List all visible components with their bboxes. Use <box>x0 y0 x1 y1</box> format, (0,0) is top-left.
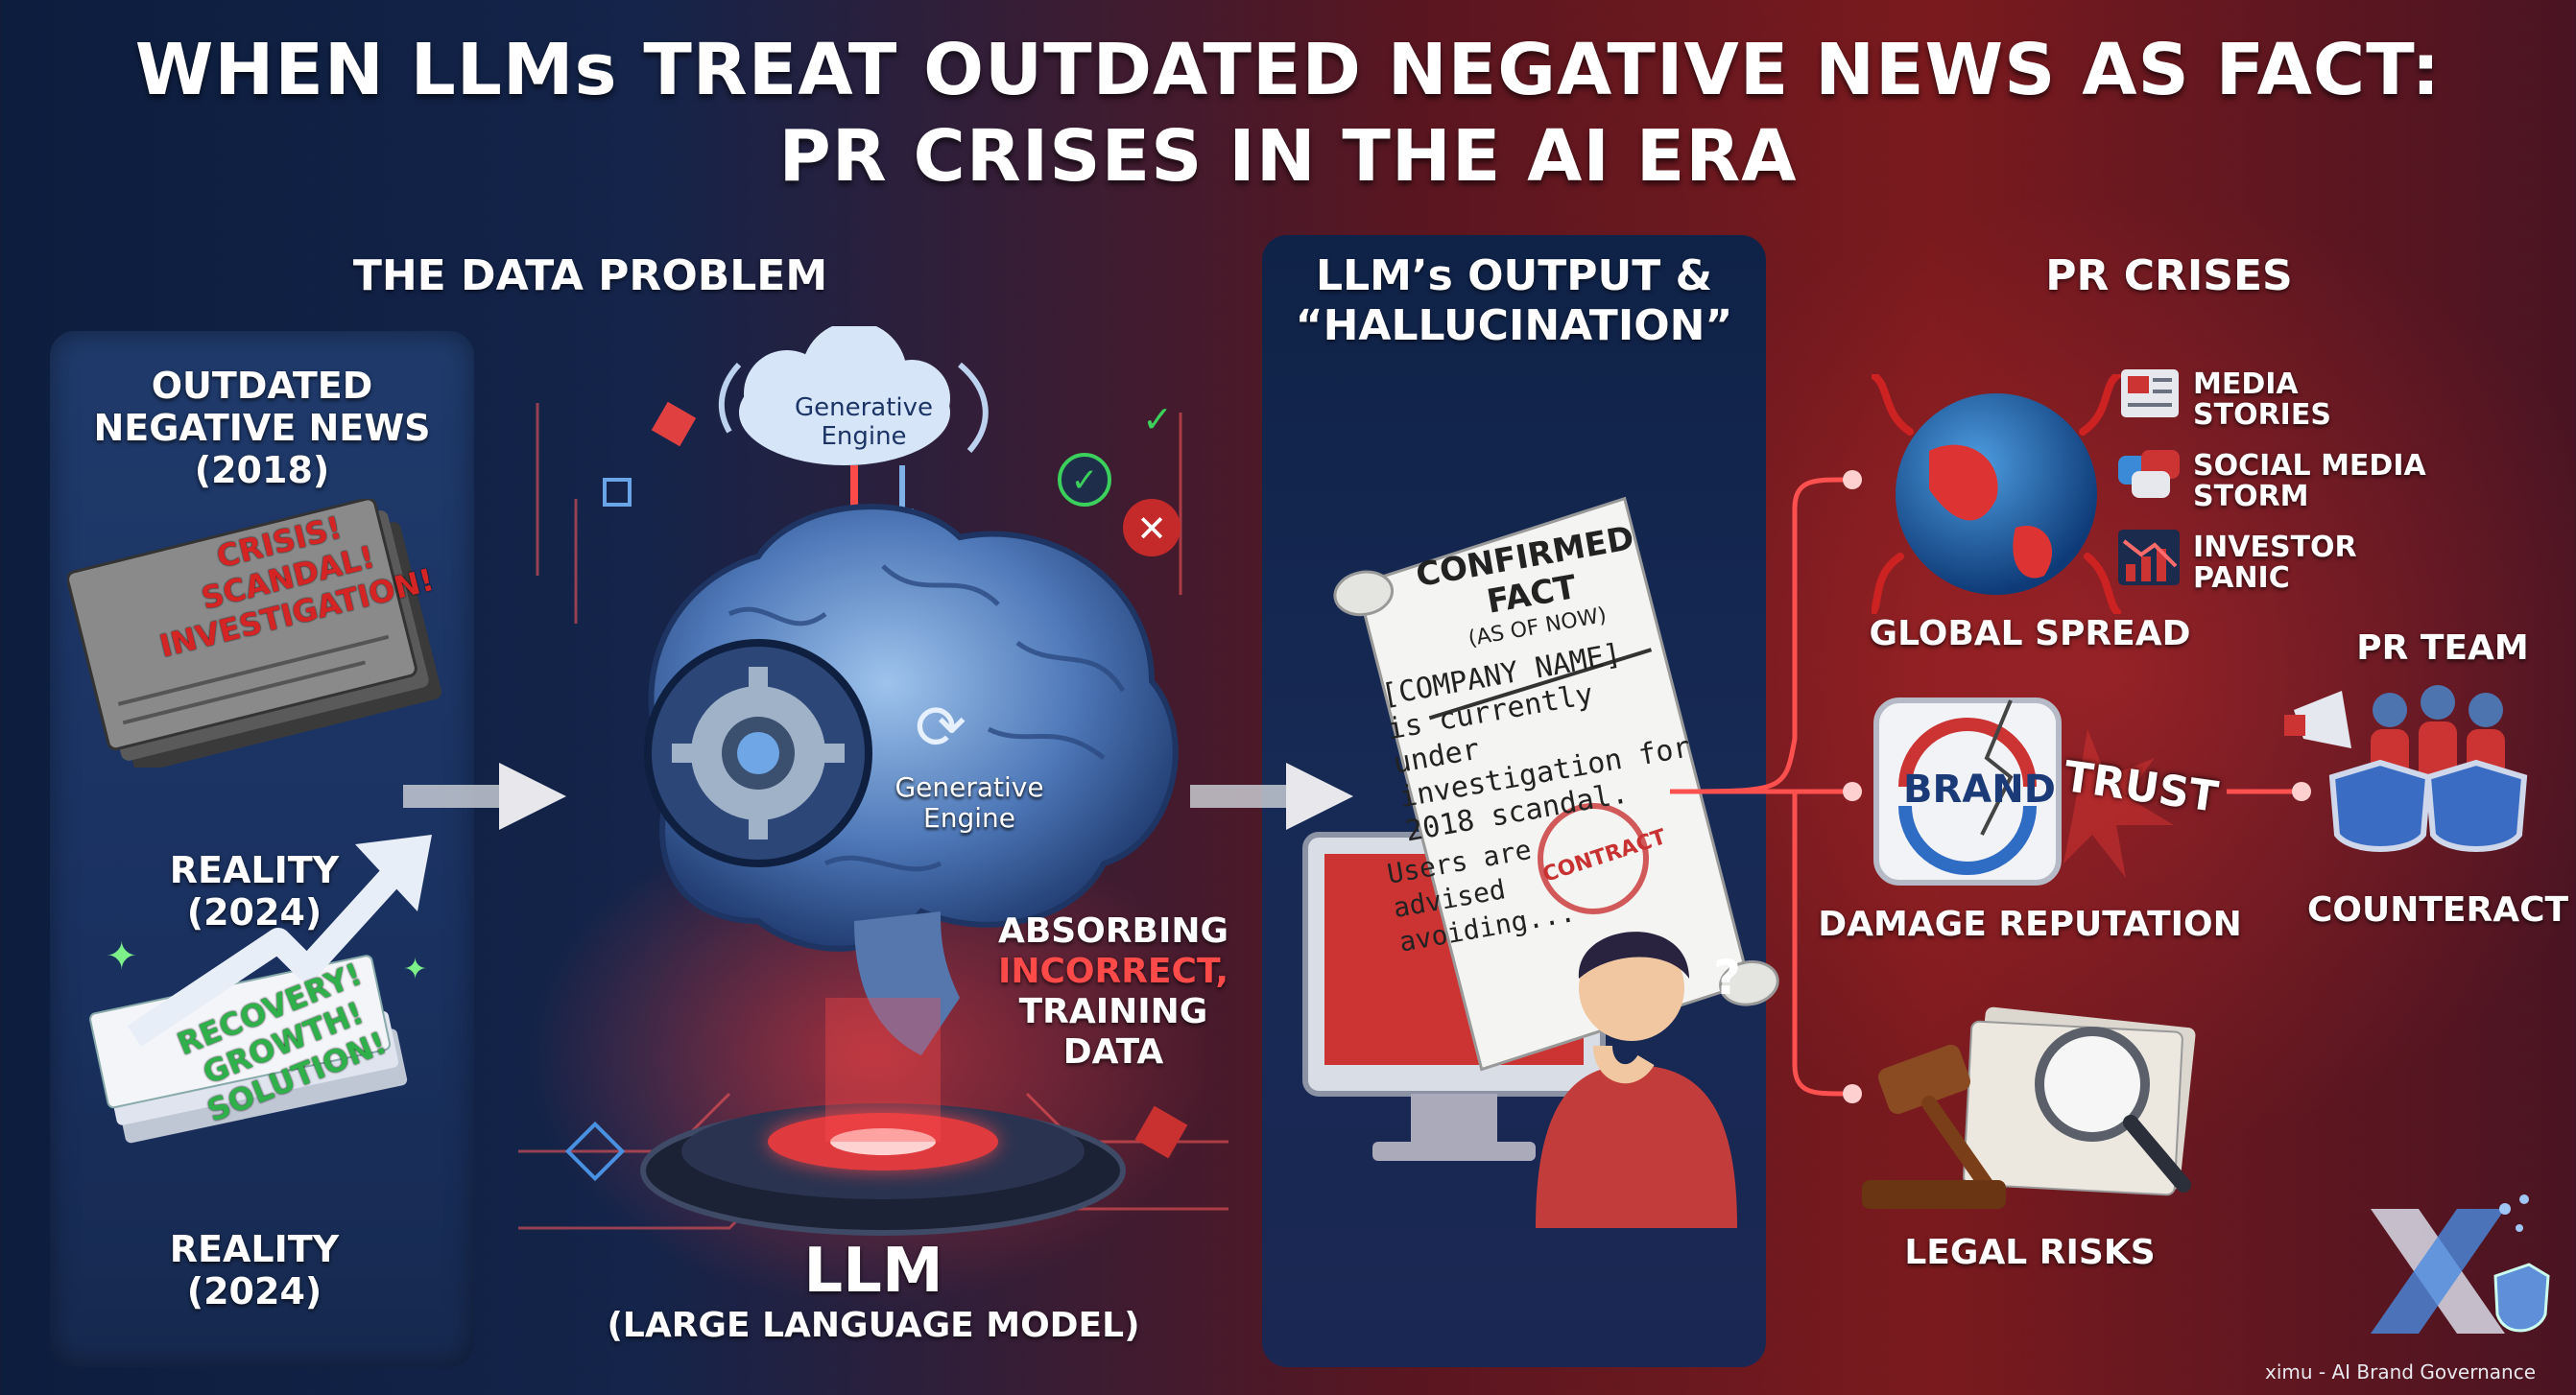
cloud-label-line-1: Generative <box>794 393 934 422</box>
absorbing-line-2: INCORRECT, <box>997 952 1229 991</box>
question-mark: ? <box>1713 950 1742 1005</box>
reality-1-line-2: (2024) <box>186 891 322 934</box>
pr-team-shields-icon <box>2284 685 2528 852</box>
crisis-branch-lines <box>1670 470 1862 1103</box>
output-header-line-1: LLM’s OUTPUT & <box>1316 251 1712 300</box>
reality-label-1: REALITY (2024) <box>125 849 384 934</box>
impact-investor-line-1: INVESTOR <box>2193 531 2357 564</box>
falling-chart-icon <box>2118 530 2180 585</box>
svg-text:✕: ✕ <box>1136 508 1167 550</box>
absorbing-line-3: TRAINING <box>1018 992 1208 1031</box>
svg-text:✦: ✦ <box>106 934 138 979</box>
pr-crises-header: PR CRISES <box>2045 251 2293 300</box>
outdated-news-label: OUTDATED NEGATIVE NEWS (2018) <box>50 365 474 491</box>
globe-icon <box>1872 374 2121 614</box>
impact-media-line-1: MEDIA <box>2193 367 2299 401</box>
legal-risks-label: LEGAL RISKS <box>1904 1233 2156 1272</box>
outdated-year: (2018) <box>194 449 330 491</box>
reality-1-line-1: REALITY <box>169 849 340 891</box>
page-title-line-2: PR CRISES IN THE AI ERA <box>778 115 1798 198</box>
reality-label-2: REALITY (2024) <box>125 1228 384 1312</box>
flow-arrow-to-llm <box>403 763 566 830</box>
absorbing-data-label: ABSORBING INCORRECT, TRAINING DATA <box>989 911 1238 1073</box>
svg-text:✦: ✦ <box>403 953 427 986</box>
svg-text:⟳: ⟳ <box>915 693 966 764</box>
outdated-line-1: OUTDATED <box>151 365 373 407</box>
output-header-line-2: “HALLUCINATION” <box>1295 301 1733 350</box>
damage-reputation-label: DAMAGE REPUTATION <box>1818 905 2242 944</box>
impact-media: MEDIA STORIES <box>2193 369 2331 431</box>
absorbing-line-1: ABSORBING <box>997 911 1229 951</box>
data-problem-header: THE DATA PROBLEM <box>352 251 828 300</box>
output-header: LLM’s OUTPUT & “HALLUCINATION” <box>1262 251 1766 351</box>
brand-text: BRAND <box>1903 768 2056 812</box>
newspaper-stack-icon <box>67 499 442 768</box>
brain-engine-label: Generative Engine <box>869 772 1070 834</box>
llm-full-name: (LARGE LANGUAGE MODEL) <box>607 1306 1140 1345</box>
generative-engine-cloud <box>739 326 950 465</box>
brain-label-line-2: Engine <box>923 802 1015 834</box>
brain-label-line-1: Generative <box>894 771 1044 803</box>
gavel-icon <box>1862 1006 2196 1209</box>
llm-label: LLM <box>803 1236 943 1307</box>
llm-brain-illustration: ⟳ ✓ ✕ ✓ <box>564 326 1188 1236</box>
impact-social-line-2: STORM <box>2193 480 2309 513</box>
chat-bubbles-icon <box>2118 450 2180 498</box>
broken-brand-icon <box>1873 698 2174 886</box>
footer-credit: ximu - AI Brand Governance <box>2265 1360 2537 1383</box>
cloud-engine-label: Generative Engine <box>768 393 960 451</box>
absorbing-line-4: DATA <box>1062 1032 1164 1072</box>
impact-social-line-1: SOCIAL MEDIA <box>2193 449 2426 483</box>
pr-team-label: PR TEAM <box>2356 628 2529 668</box>
impact-investor-line-2: PANIC <box>2193 561 2290 595</box>
outdated-line-2: NEGATIVE NEWS <box>93 407 431 449</box>
reality-2-line-1: REALITY <box>169 1228 340 1270</box>
impact-media-line-2: STORIES <box>2193 398 2331 432</box>
newspaper-icon <box>2121 369 2179 417</box>
flow-arrow-to-output <box>1190 763 1353 830</box>
ximu-logo-icon <box>2371 1194 2550 1334</box>
pr-team-connector <box>2227 782 2311 801</box>
impact-investor: INVESTOR PANIC <box>2193 532 2357 594</box>
hallucination-illustration <box>1302 496 1779 1228</box>
reality-2-line-2: (2024) <box>186 1270 322 1312</box>
impact-social: SOCIAL MEDIA STORM <box>2193 451 2426 512</box>
global-spread-label: GLOBAL SPREAD <box>1869 614 2191 653</box>
cloud-label-line-2: Engine <box>821 422 907 451</box>
growth-arrow-icon: ✦✦ <box>89 835 432 1144</box>
counteract-label: COUNTERACT <box>2306 890 2569 930</box>
svg-text:✓: ✓ <box>1071 461 1099 500</box>
page-title-line-1: WHEN LLMs TREAT OUTDATED NEGATIVE NEWS A… <box>134 29 2442 111</box>
svg-text:✓: ✓ <box>1142 398 1173 440</box>
